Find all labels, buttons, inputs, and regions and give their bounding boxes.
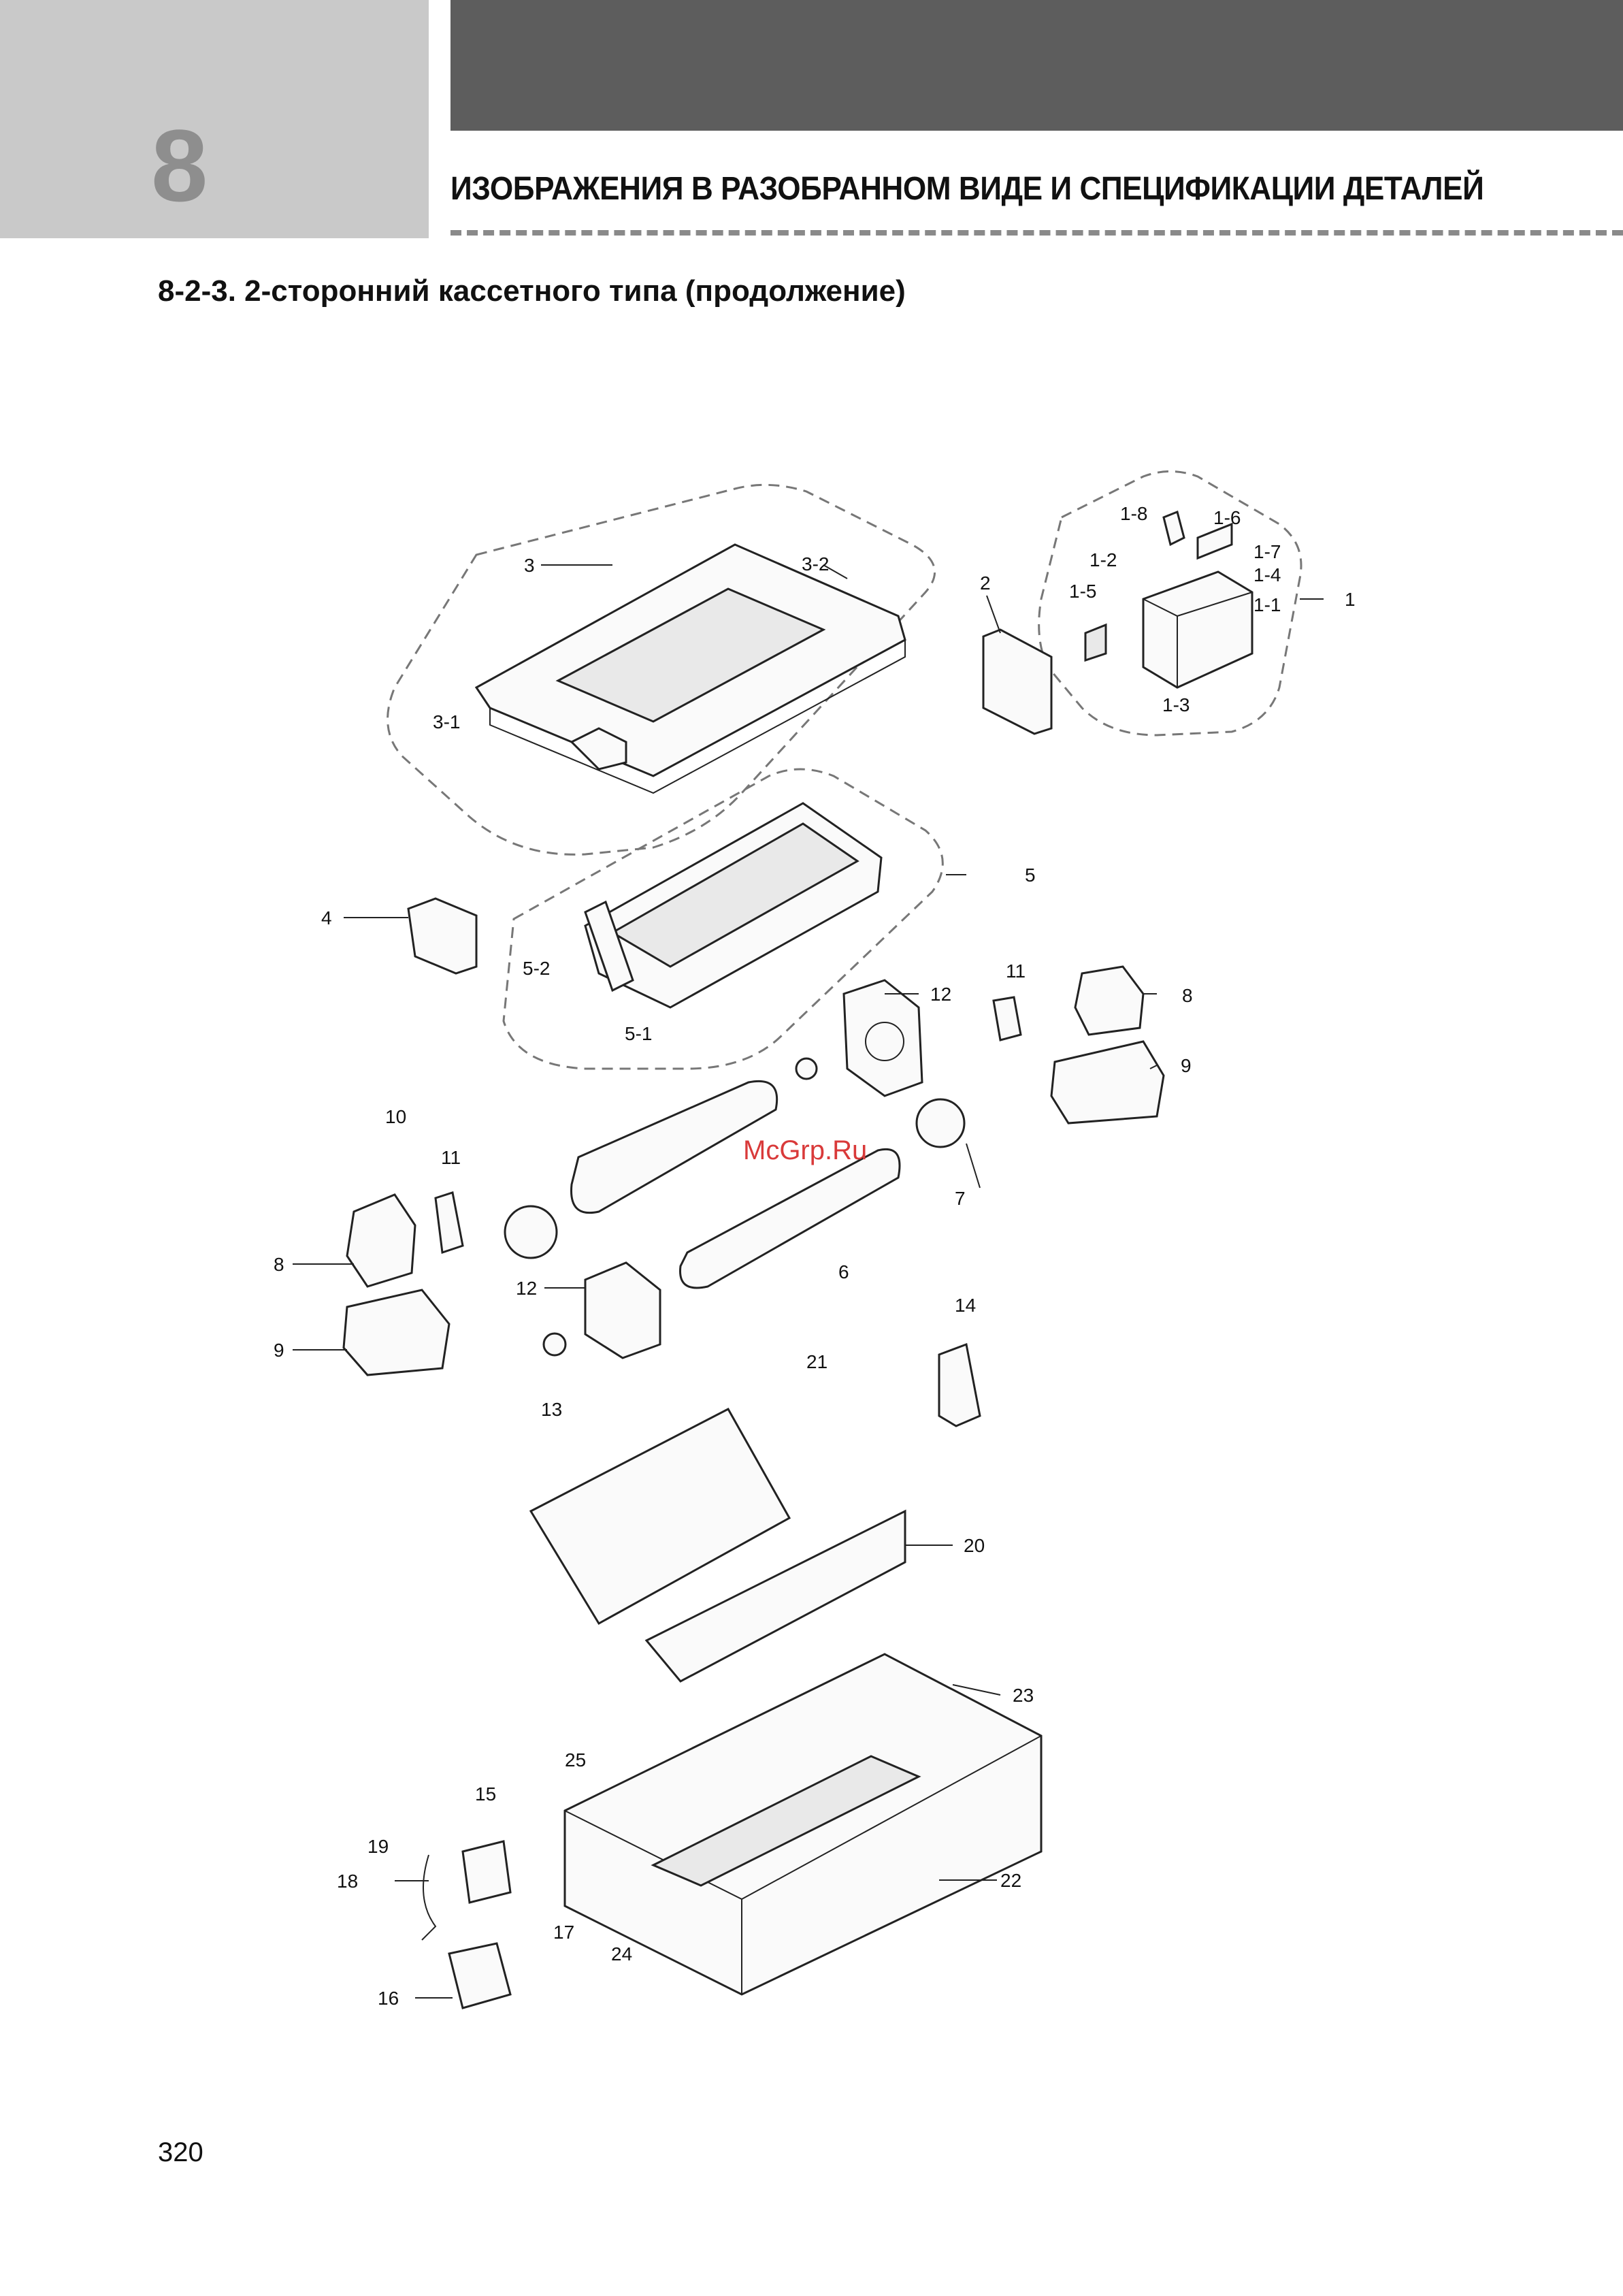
callout-15: 15	[475, 1783, 496, 1805]
callout-21: 21	[806, 1351, 827, 1372]
callout-3-1: 3-1	[433, 711, 460, 732]
part-9-holder-right	[1051, 1041, 1164, 1123]
callout-17: 17	[553, 1922, 574, 1943]
callout-20: 20	[964, 1535, 985, 1556]
callout-1-7: 1-7	[1253, 541, 1281, 562]
callout-4: 4	[321, 907, 332, 928]
callout-12-right: 12	[930, 984, 951, 1005]
callout-22: 22	[1000, 1870, 1021, 1891]
callout-5: 5	[1025, 864, 1036, 886]
callout-1-2: 1-2	[1089, 549, 1117, 570]
part-5-drain-pan	[585, 803, 881, 1007]
part-11-clip-left	[436, 1193, 463, 1252]
callout-1-8: 1-8	[1120, 503, 1147, 524]
part-11-clip	[994, 997, 1021, 1040]
callout-9-right: 9	[1181, 1055, 1192, 1076]
callout-12-left: 12	[516, 1278, 537, 1299]
callout-1-1: 1-1	[1253, 594, 1281, 615]
callout-1-5: 1-5	[1069, 581, 1096, 602]
callout-1: 1	[1345, 589, 1356, 610]
part-9-holder-left	[344, 1290, 449, 1375]
callout-19: 19	[367, 1836, 389, 1857]
callout-23: 23	[1013, 1685, 1034, 1706]
callout-24: 24	[611, 1943, 632, 1964]
part-14-cover	[939, 1344, 980, 1426]
callout-3-2: 3-2	[802, 553, 829, 575]
part-13-bearing	[544, 1333, 565, 1355]
part-4-bracket	[408, 899, 476, 973]
callout-1-3: 1-3	[1162, 694, 1190, 715]
part-18-hose	[422, 1855, 436, 1940]
callout-25: 25	[565, 1749, 586, 1770]
part-1-control-box	[1085, 512, 1252, 688]
part-20-drain-channels	[531, 1409, 905, 1681]
part-8-bearing-left	[347, 1195, 415, 1287]
callout-18: 18	[337, 1871, 358, 1892]
callout-11-right: 11	[1006, 960, 1026, 982]
page-number: 320	[158, 2137, 203, 2168]
callout-8-left: 8	[274, 1254, 284, 1275]
callout-7: 7	[955, 1188, 966, 1209]
callout-16: 16	[378, 1988, 399, 2009]
part-16-float-switch	[449, 1943, 510, 2008]
callout-3: 3	[524, 555, 535, 576]
callout-5-1: 5-1	[625, 1023, 652, 1044]
callout-9-left: 9	[274, 1340, 284, 1361]
part-8-bearing-right	[1075, 967, 1143, 1035]
callout-8-right: 8	[1182, 985, 1193, 1006]
callout-10: 10	[385, 1106, 406, 1127]
part-22-base-housing	[565, 1654, 1041, 1994]
part-3-frame	[476, 545, 905, 793]
callout-14: 14	[955, 1295, 976, 1316]
callout-1-6: 1-6	[1213, 507, 1241, 528]
callout-1-4: 1-4	[1253, 564, 1281, 585]
part-12-side-plate	[844, 980, 922, 1096]
callout-13: 13	[541, 1399, 562, 1420]
callout-5-2: 5-2	[523, 958, 550, 979]
callout-11-left: 11	[441, 1147, 461, 1168]
part-15-pump	[463, 1841, 510, 1903]
part-12-side-plate-left	[585, 1263, 660, 1358]
callout-6: 6	[838, 1261, 849, 1282]
watermark: McGrp.Ru	[743, 1135, 867, 1166]
callout-2: 2	[980, 572, 991, 594]
